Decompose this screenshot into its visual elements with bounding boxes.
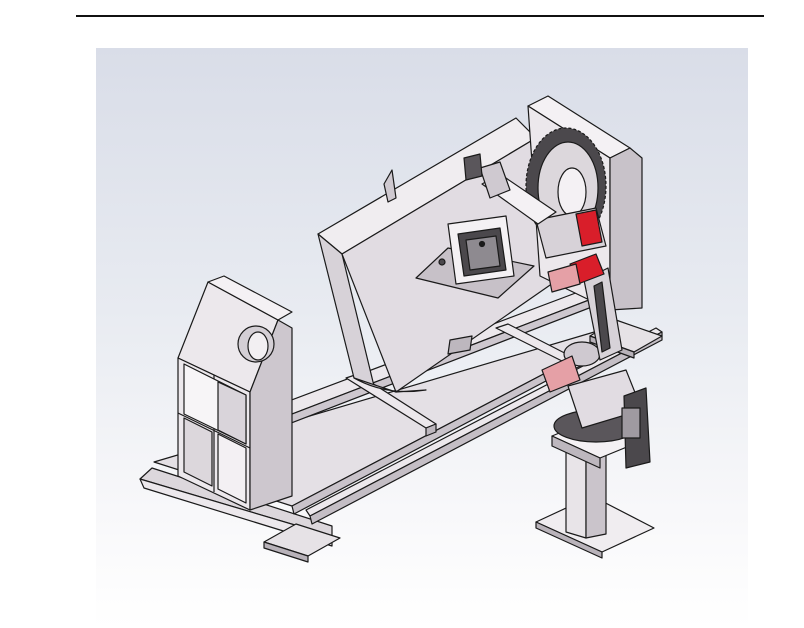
left-support-tower <box>177 275 293 511</box>
positioner-assembly-drawing <box>139 95 663 563</box>
robot-arm <box>463 153 651 469</box>
cad-render-viewport <box>96 48 748 628</box>
top-divider-line <box>76 15 764 17</box>
